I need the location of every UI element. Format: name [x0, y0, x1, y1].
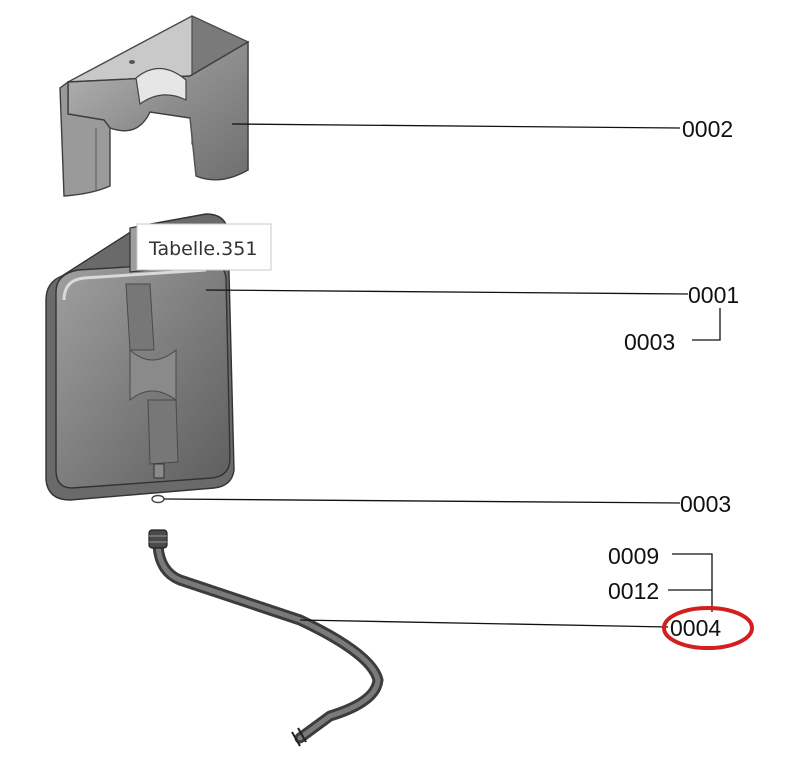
- leader-line-0001: [205, 289, 689, 295]
- part-label-0001[interactable]: 0001: [688, 282, 739, 308]
- highlight-ring: [662, 606, 754, 650]
- bracket-0009-0012: [672, 553, 713, 612]
- tank-part[interactable]: [45, 213, 235, 501]
- tooltip-text: Tabelle.351: [148, 238, 257, 260]
- part-label-0004[interactable]: 0004: [670, 615, 721, 641]
- bracket-0003-sub: [692, 308, 721, 341]
- part-label-0002[interactable]: 0002: [682, 116, 733, 142]
- tooltip-box: Tabelle.351: [136, 223, 272, 271]
- part-label-0012[interactable]: 0012: [608, 578, 659, 604]
- leader-line-0003: [163, 498, 681, 504]
- o-ring-part[interactable]: [151, 494, 165, 504]
- leader-line-0004: [299, 619, 669, 628]
- part-label-0003-sub[interactable]: 0003: [624, 329, 675, 355]
- top-cover-part[interactable]: [59, 15, 250, 197]
- part-label-0003[interactable]: 0003: [680, 491, 731, 517]
- leader-line-0002: [231, 123, 681, 129]
- hose-part[interactable]: [148, 529, 384, 747]
- part-label-0009[interactable]: 0009: [608, 543, 659, 569]
